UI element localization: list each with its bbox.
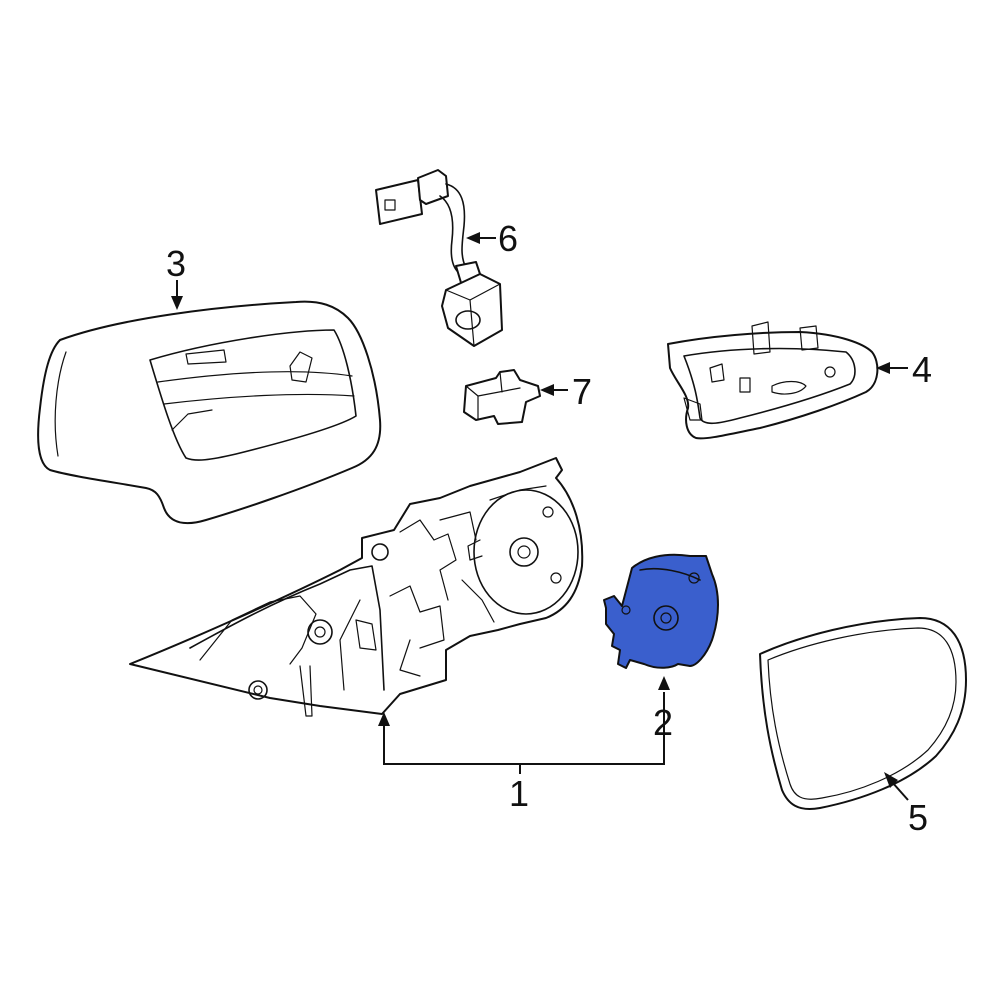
callout-6: 6 [498, 218, 518, 259]
callout-numbers: 1 2 3 4 5 6 7 [166, 218, 932, 838]
callout-3: 3 [166, 243, 186, 284]
part-3-mirror-cover[interactable] [37, 300, 382, 525]
part-5-mirror-glass[interactable] [759, 617, 967, 810]
part-2-actuator[interactable] [603, 553, 719, 669]
callout-7: 7 [572, 371, 592, 412]
part-6-wiring-harness[interactable] [375, 169, 503, 347]
callout-4: 4 [912, 349, 932, 390]
callout-leaders [171, 232, 909, 801]
part-4-lower-housing[interactable] [667, 321, 879, 440]
callout-2: 2 [653, 702, 673, 743]
part-7-clip[interactable] [463, 369, 541, 425]
callout-5: 5 [908, 797, 928, 838]
part-1-mirror-assembly[interactable] [129, 457, 584, 717]
callout-1: 1 [509, 773, 529, 814]
